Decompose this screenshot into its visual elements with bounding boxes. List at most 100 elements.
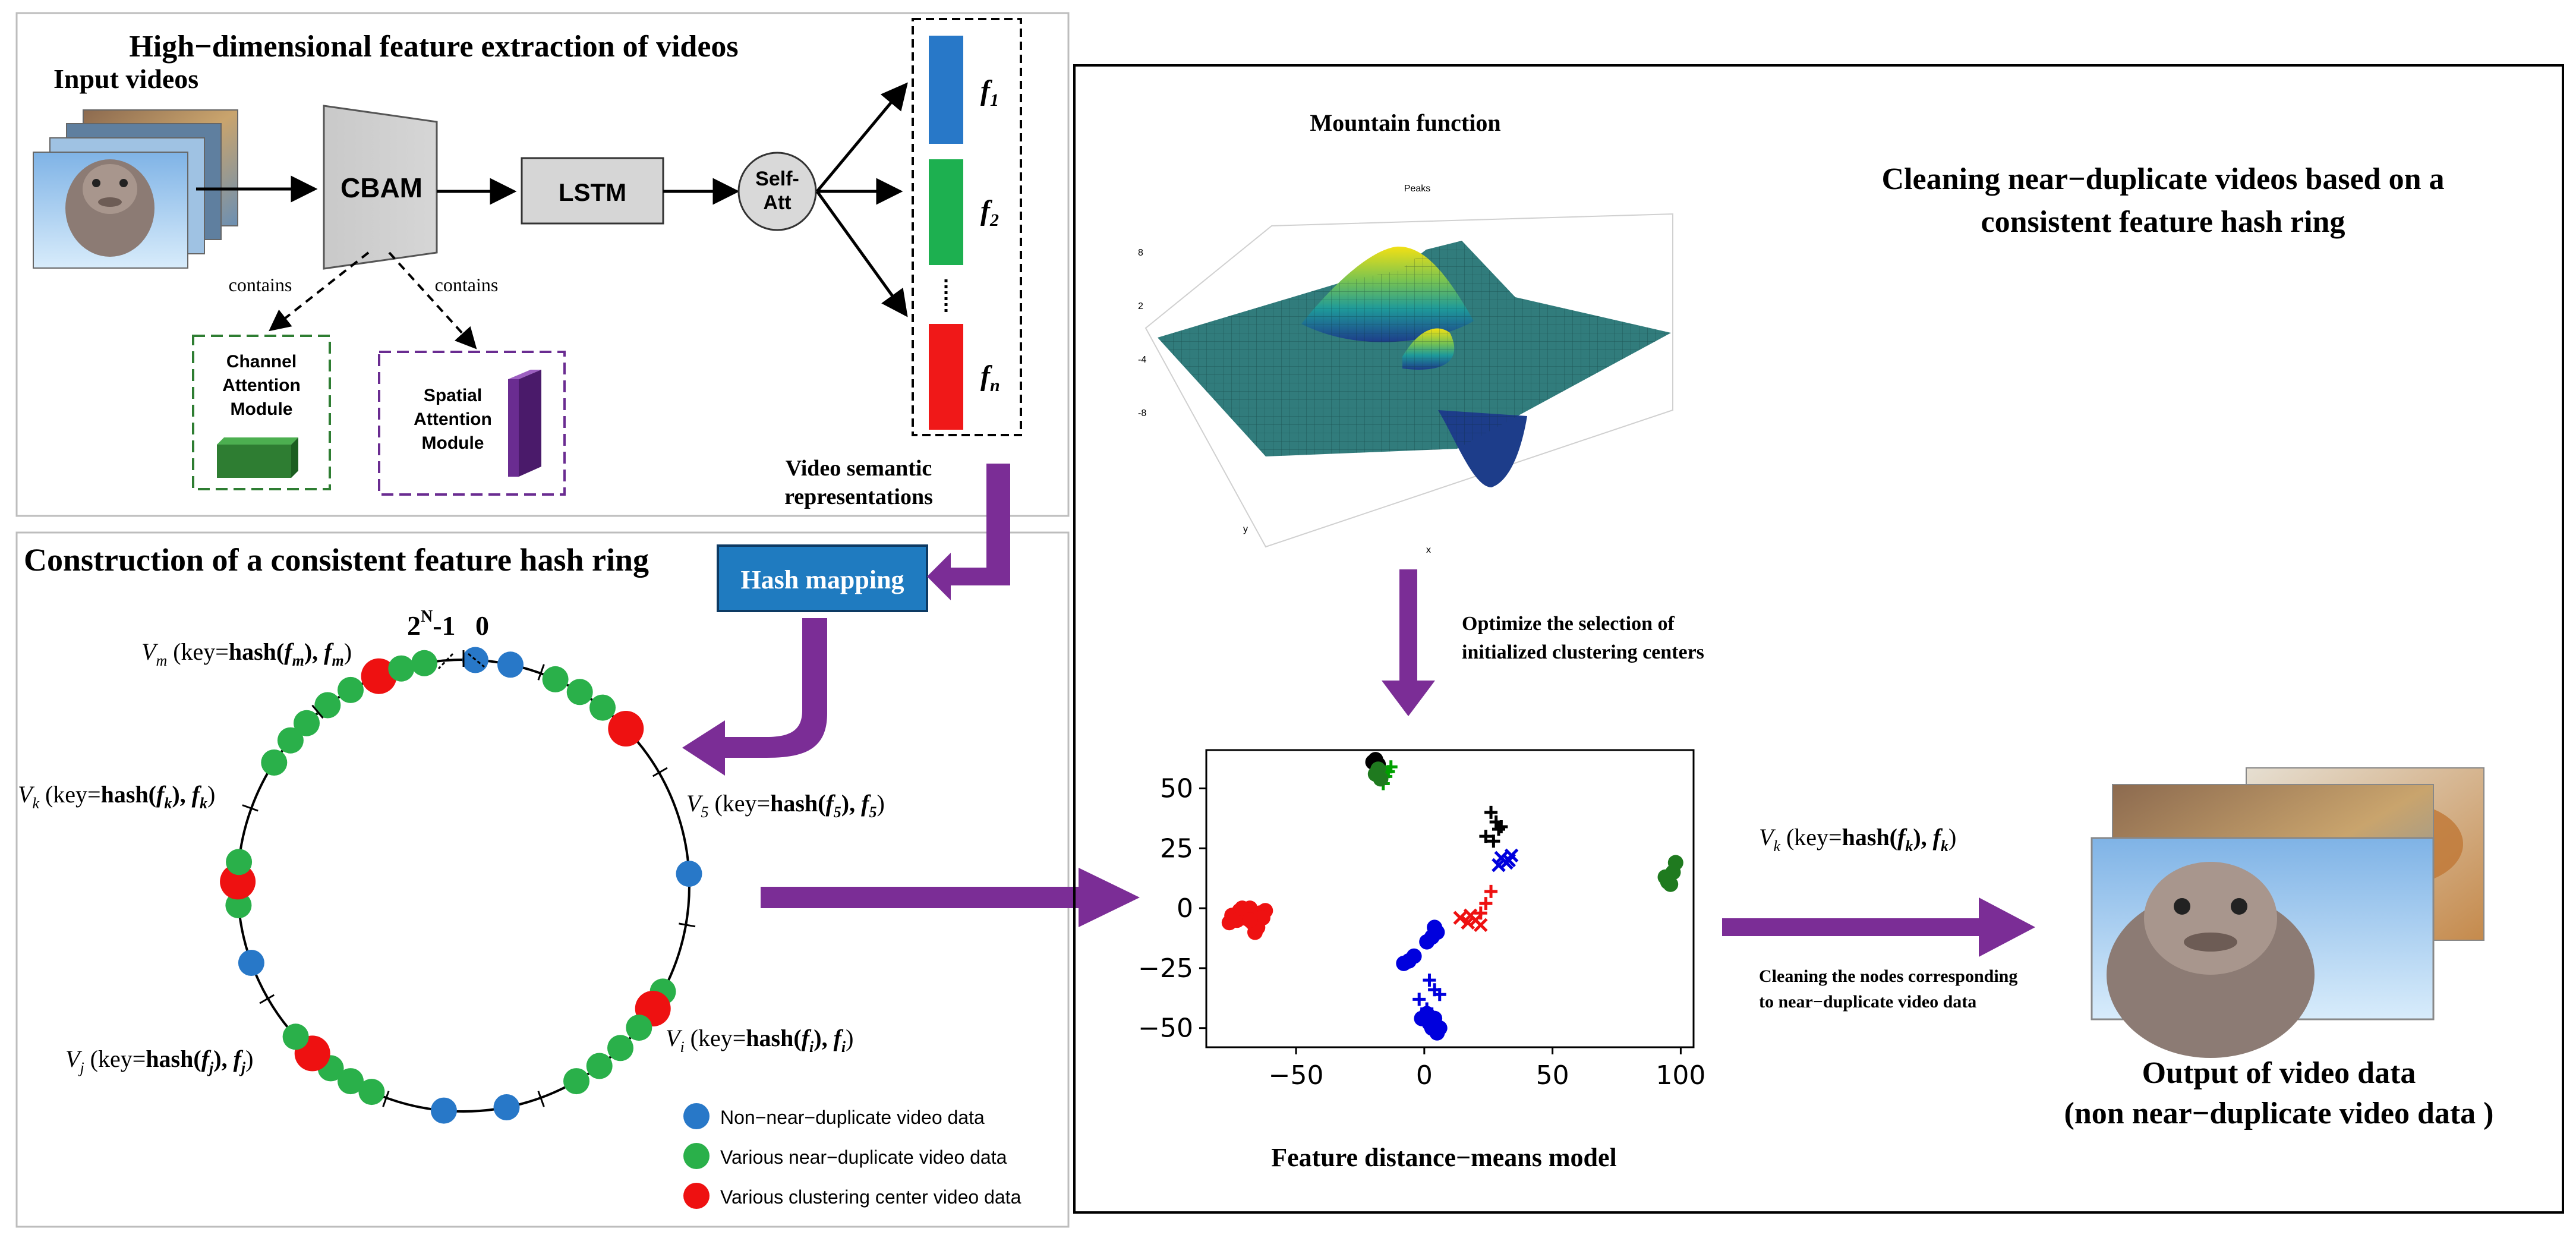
ring-unique-node	[497, 651, 524, 678]
spatial-label-2: Attention	[414, 410, 492, 429]
scatter-point	[1234, 900, 1250, 916]
hash-ring-panel: Construction of a consistent feature has…	[15, 531, 1070, 1228]
y-tick-label: −25	[1138, 953, 1193, 984]
legend-green-dot	[683, 1143, 710, 1169]
scatter-point	[1492, 823, 1505, 836]
ring-duplicate-node	[277, 727, 304, 754]
scatter-point	[1242, 912, 1258, 928]
svg-text:2: 2	[1138, 301, 1143, 311]
ring-tick	[382, 1091, 390, 1107]
cleaning-title-2: consistent feature hash ring	[1981, 205, 2345, 239]
lstm-module	[521, 157, 664, 225]
svg-text:x: x	[1426, 545, 1431, 555]
legend-red-dot	[683, 1183, 710, 1209]
ring-duplicate-node	[314, 692, 341, 719]
output-video-stack	[2091, 767, 2484, 1058]
ring-duplicate-node	[294, 710, 320, 736]
ring-zero-label: 0	[475, 610, 489, 641]
ring-duplicate-node	[563, 1068, 589, 1095]
peaks-surface-plot: Peaks 8 2 -4 -8 x y	[1138, 184, 1673, 555]
scatter-point	[1396, 955, 1412, 971]
ring-unique-node	[238, 950, 264, 976]
x-tick-label: 100	[1656, 1060, 1705, 1091]
cleaning-panel: Cleaning near−duplicate videos based on …	[1073, 64, 2564, 1214]
ring-duplicate-node	[226, 849, 253, 875]
ring-center-node	[608, 711, 644, 747]
channel-label-1: Channel	[226, 352, 297, 371]
scatter-point	[1494, 820, 1508, 834]
ring-title: Construction of a consistent feature has…	[24, 542, 649, 578]
arrow-to-optimize	[1382, 569, 1435, 716]
ring-duplicate-node	[388, 655, 415, 682]
scatter-point	[1663, 876, 1679, 892]
optimize-label-2: initialized clustering centers	[1462, 641, 1704, 663]
self-att-label-2: Att	[763, 191, 791, 214]
flow-arrows	[682, 464, 2035, 957]
fn-label: fn	[980, 360, 1000, 395]
arrow-to-ring	[682, 618, 827, 776]
self-attention-node	[737, 152, 817, 231]
hash-mapping-box	[717, 544, 928, 612]
channel-label-3: Module	[231, 399, 293, 419]
extraction-title: High−dimensional feature extraction of v…	[129, 30, 738, 64]
model-label: Feature distance−means model	[1271, 1143, 1617, 1172]
x-tick-label: 0	[1416, 1060, 1433, 1091]
vj-node-label: Vj (key=hash(fj), fj)	[65, 1045, 253, 1076]
self-att-label-1: Self-	[755, 168, 799, 190]
x-tick-label: 50	[1536, 1060, 1569, 1091]
scatter-point	[1384, 760, 1398, 774]
scatter-point	[1463, 908, 1478, 922]
mountain-label: Mountain function	[1310, 109, 1500, 136]
spatial-label-3: Module	[422, 433, 484, 453]
input-video-stack	[33, 109, 238, 269]
scatter-point	[1492, 858, 1506, 873]
v5-node-label: V5 (key=hash(f5), f5)	[686, 790, 885, 821]
legend-blue-label: Non−near−duplicate video data	[720, 1107, 985, 1128]
input-videos-label: Input videos	[53, 64, 198, 94]
ring-tick	[537, 1091, 545, 1107]
scatter-point	[1254, 910, 1270, 926]
svg-text:-8: -8	[1138, 408, 1146, 418]
scatter-point	[1247, 924, 1263, 940]
y-tick-label: 50	[1160, 774, 1193, 804]
svg-text:-4: -4	[1138, 355, 1146, 365]
feature-extraction-panel: High−dimensional feature extraction of v…	[15, 12, 1070, 517]
scatter-point	[1367, 766, 1383, 782]
y-tick-label: −50	[1138, 1013, 1193, 1044]
channel-label-2: Attention	[222, 376, 301, 395]
output-label-1: Output of video data	[2142, 1056, 2416, 1090]
ring-unique-node	[676, 861, 702, 887]
ring-tick	[242, 804, 258, 812]
legend-blue-dot	[683, 1103, 710, 1129]
peaks-title: Peaks	[1404, 184, 1430, 194]
ring-unique-node	[430, 1097, 457, 1124]
f2-label: f2	[980, 195, 999, 230]
ring-duplicate-node	[586, 1053, 613, 1079]
vsr-label-2: representations	[784, 484, 933, 509]
svg-text:8: 8	[1138, 248, 1143, 258]
optimize-label-1: Optimize the selection of	[1462, 613, 1675, 635]
ring-duplicate-node	[411, 650, 437, 676]
hash-mapping-label: Hash mapping	[740, 565, 904, 594]
scatter-point	[1420, 1002, 1434, 1016]
scatter-point	[1479, 830, 1493, 843]
scatter-point	[1502, 853, 1516, 868]
ring-duplicate-node	[542, 666, 569, 692]
legend-green-label: Various near−duplicate video data	[720, 1146, 1007, 1168]
cbam-label: CBAM	[340, 172, 422, 203]
ring-center-node	[220, 864, 256, 900]
vsr-label-1: Video semantic	[786, 456, 932, 481]
ring-duplicate-node	[261, 749, 288, 776]
ring-duplicate-node	[566, 679, 593, 705]
arrow-to-cluster-model	[761, 868, 1140, 927]
contains-left-label: contains	[229, 274, 292, 295]
legend-red-label: Various clustering center video data	[720, 1186, 1021, 1208]
ring-duplicate-node	[607, 1035, 633, 1062]
spatial-attention-box	[378, 351, 566, 496]
scatter-point	[1419, 934, 1435, 950]
ring-tick	[259, 994, 275, 1004]
scatter-point	[1427, 919, 1443, 936]
scatter-point	[1484, 805, 1498, 819]
ring-legend: Non−near−duplicate video data Various ne…	[683, 1103, 1021, 1209]
